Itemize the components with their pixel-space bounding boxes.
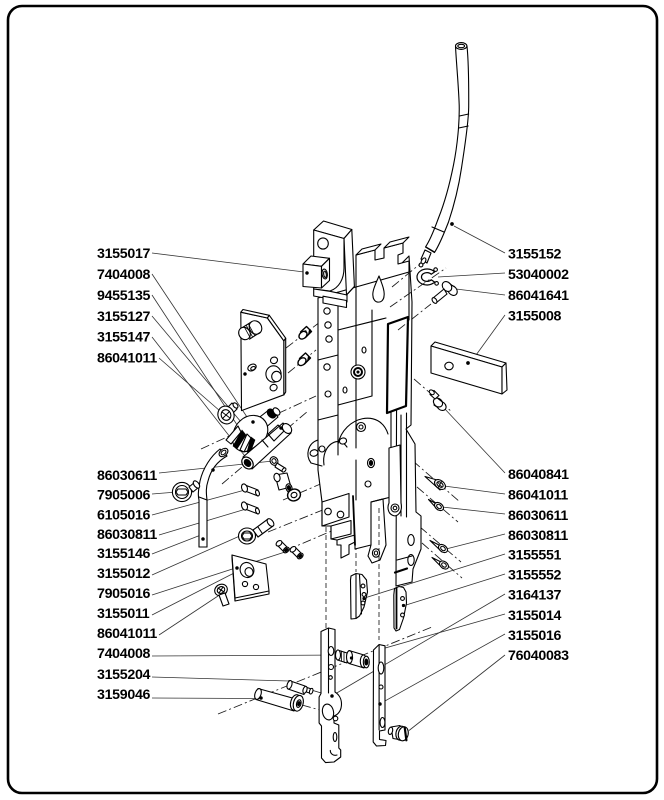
svg-text:3164137: 3164137 [508,588,562,604]
svg-text:86030611: 86030611 [97,468,157,484]
svg-text:3159046: 3159046 [97,687,151,703]
svg-text:86030811: 86030811 [508,528,568,544]
svg-text:7905016: 7905016 [97,586,151,602]
svg-text:86040841: 86040841 [508,467,569,483]
svg-text:3155146: 3155146 [97,546,151,562]
svg-text:9455135: 9455135 [97,288,151,304]
svg-text:3155551: 3155551 [508,548,562,564]
svg-text:3155127: 3155127 [97,309,151,325]
svg-text:76040083: 76040083 [508,648,569,664]
svg-text:3155016: 3155016 [508,628,562,644]
svg-text:3155552: 3155552 [508,568,562,584]
svg-text:3155017: 3155017 [97,246,151,262]
svg-text:3155008: 3155008 [508,309,562,325]
svg-text:6105016: 6105016 [97,508,151,524]
svg-text:3155012: 3155012 [97,566,151,582]
svg-text:3155152: 3155152 [508,247,562,263]
svg-text:86041641: 86041641 [508,288,569,304]
svg-text:7404008: 7404008 [97,267,151,283]
svg-text:3155014: 3155014 [508,608,562,624]
svg-text:7404008: 7404008 [97,646,151,662]
svg-text:3155204: 3155204 [97,667,151,683]
svg-text:3155147: 3155147 [97,330,151,346]
svg-text:86041011: 86041011 [97,626,157,642]
svg-text:86030611: 86030611 [508,508,568,524]
svg-text:86041011: 86041011 [508,488,568,504]
svg-text:86030811: 86030811 [97,527,157,543]
svg-text:86041011: 86041011 [97,350,157,366]
svg-text:53040002: 53040002 [508,267,569,283]
svg-text:7905006: 7905006 [97,488,151,504]
svg-text:3155011: 3155011 [97,606,150,622]
